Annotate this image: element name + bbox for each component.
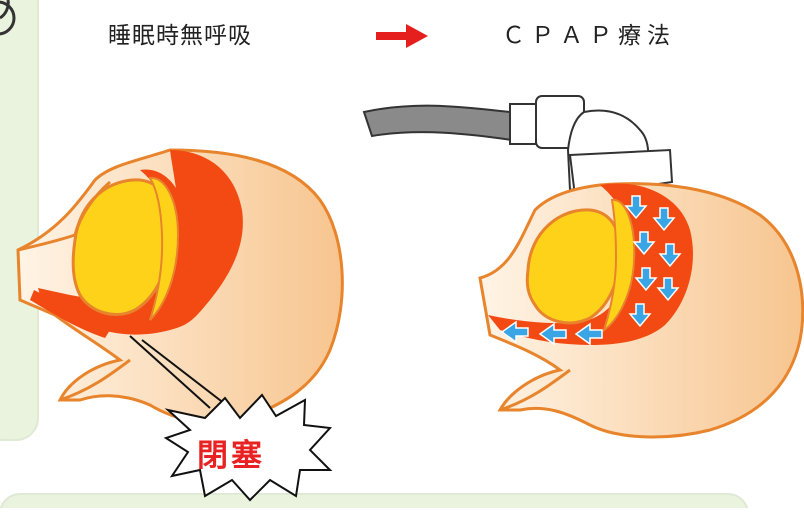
bottom-panel — [0, 494, 748, 508]
cpap-hose — [364, 106, 512, 140]
head-cpap — [364, 96, 803, 437]
label-sleep-apnea: 睡眠時無呼吸 — [108, 16, 252, 50]
transition-arrow — [376, 24, 428, 48]
label-cpap-therapy: ＣＰＡＰ療法 — [502, 16, 676, 50]
left-panel — [0, 0, 38, 440]
label-obstruction: 閉塞 — [197, 430, 265, 475]
